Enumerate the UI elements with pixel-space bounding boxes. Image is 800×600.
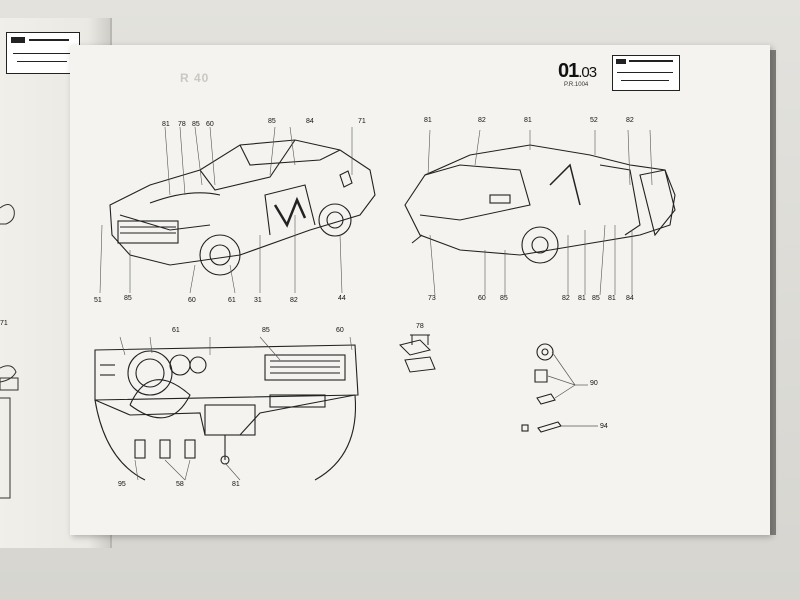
- left-page-thumbnail: [6, 32, 80, 74]
- left-page-callout: 71: [0, 320, 8, 327]
- car-front-callout-top-6: 84: [306, 118, 314, 125]
- dashboard-callout-bottom-1: 95: [118, 481, 126, 488]
- car-front-callout-bottom-3: 60: [188, 297, 196, 304]
- faint-heading: R 40: [180, 71, 210, 85]
- hardware-drawing: [521, 343, 598, 433]
- car-rear-callout-bottom-1: 73: [428, 295, 436, 302]
- dashboard-drawing: [94, 336, 359, 481]
- car-front-callout-bottom-7: 44: [338, 295, 346, 302]
- car-rear-callout-bottom-2: 60: [478, 295, 486, 302]
- dashboard-callout-bottom-2: 58: [176, 481, 184, 488]
- small-part-callout: 78: [416, 323, 424, 330]
- car-rear-callout-bottom-6: 85: [592, 295, 600, 302]
- car-front-callout-top-1: 81: [162, 121, 170, 128]
- car-front-callout-top-2: 78: [178, 121, 186, 128]
- car-front-callout-bottom-1: 51: [94, 297, 102, 304]
- car-rear-callout-top-1: 81: [424, 117, 432, 124]
- car-front-callout-bottom-4: 61: [228, 297, 236, 304]
- car-rear-drawing: [404, 129, 676, 296]
- dashboard-callout-top-2: 85: [262, 327, 270, 334]
- hardware-callout-2: 94: [600, 423, 608, 430]
- page-number: 01.03: [558, 60, 597, 82]
- dashboard-callout-top-3: 60: [336, 327, 344, 334]
- car-rear-callout-top-5: 82: [626, 117, 634, 124]
- right-page: R 40 01.03 P.R.1004: [70, 45, 770, 535]
- car-rear-callout-bottom-7: 81: [608, 295, 616, 302]
- car-rear-callout-top-2: 82: [478, 117, 486, 124]
- car-front-callout-bottom-2: 85: [124, 295, 132, 302]
- car-rear-callout-bottom-3: 85: [500, 295, 508, 302]
- car-rear-callout-bottom-5: 81: [578, 295, 586, 302]
- car-front-drawing: [99, 126, 376, 294]
- car-front-callout-bottom-6: 82: [290, 297, 298, 304]
- page-header: 01.03 P.R.1004: [558, 60, 688, 94]
- small-part-drawing: [399, 334, 436, 373]
- car-rear-callout-bottom-8: 84: [626, 295, 634, 302]
- car-front-callout-top-7: 71: [358, 118, 366, 125]
- page-thumbnail: [612, 55, 680, 91]
- car-rear-callout-bottom-4: 82: [562, 295, 570, 302]
- car-rear-callout-top-3: 81: [524, 117, 532, 124]
- car-rear-callout-top-4: 52: [590, 117, 598, 124]
- dashboard-callout-bottom-3: 81: [232, 481, 240, 488]
- dashboard-callout-top-1: 61: [172, 327, 180, 334]
- hardware-callout-1: 90: [590, 380, 598, 387]
- left-page-drawings: [0, 204, 19, 499]
- page-sub-code: P.R.1004: [564, 82, 589, 88]
- car-front-callout-top-4: 60: [206, 121, 214, 128]
- car-front-callout-bottom-5: 31: [254, 297, 262, 304]
- car-front-callout-top-3: 85: [192, 121, 200, 128]
- car-front-callout-top-5: 85: [268, 118, 276, 125]
